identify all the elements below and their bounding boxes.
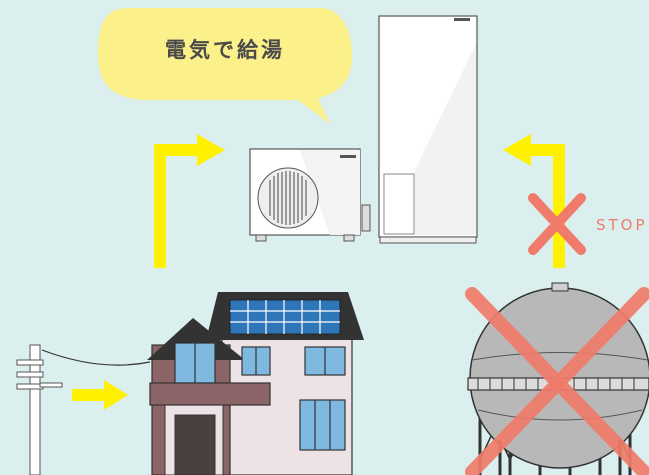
speech-bubble — [98, 8, 352, 124]
house-with-solar-panels — [147, 292, 364, 475]
bubble-text: 電気で給湯 — [165, 38, 285, 62]
heat-pump-outdoor-unit — [249, 148, 371, 242]
big-cross-icon — [465, 287, 649, 475]
hot-water-storage-tank — [378, 15, 478, 244]
energy-arrow-left — [154, 134, 225, 268]
utility-pole — [16, 344, 151, 475]
stop-cross-icon — [528, 193, 586, 255]
power-arrow — [72, 380, 128, 410]
stop-label: STOP — [596, 216, 648, 234]
